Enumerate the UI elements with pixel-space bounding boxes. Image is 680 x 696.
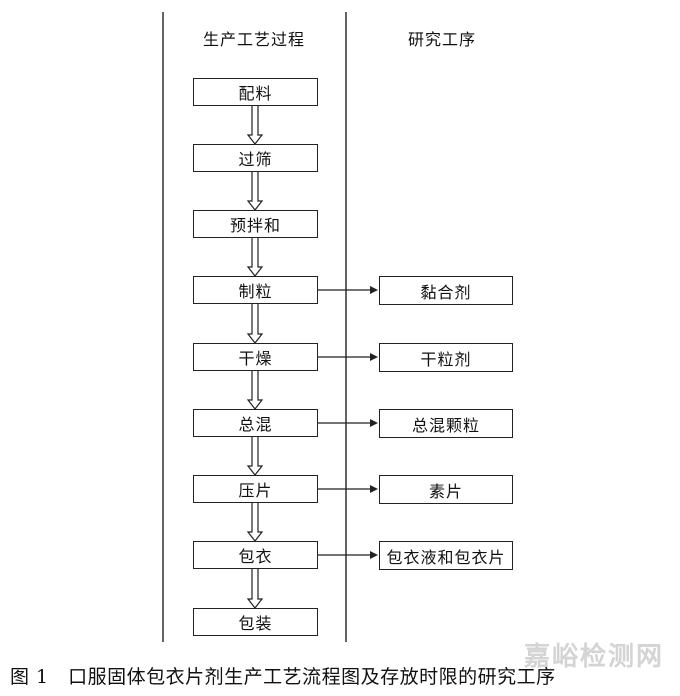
research-branch-arrowhead [370, 419, 378, 427]
process-step-baozhuang: 包装 [193, 608, 318, 636]
research-step-mixed-granules: 总混颗粒 [379, 409, 513, 438]
process-flow-arrow [246, 172, 264, 211]
research-step-dry-granules: 干粒剂 [379, 343, 513, 372]
process-flow-arrow [246, 106, 264, 145]
research-column-header: 研究工序 [408, 30, 477, 49]
process-flow-arrow [246, 304, 264, 344]
process-step-ganzao: 干燥 [193, 343, 318, 371]
research-branch-arrowhead [370, 286, 378, 294]
process-step-yubanhe: 预拌和 [193, 210, 318, 238]
research-branch-arrowhead [370, 551, 378, 559]
process-step-zhili: 制粒 [193, 276, 318, 304]
research-branch-arrowhead [370, 485, 378, 493]
process-flow-arrow [246, 238, 264, 277]
process-flow-arrow [246, 569, 264, 609]
research-branch-arrows [318, 286, 378, 559]
process-step-guoshai: 过筛 [193, 144, 318, 172]
process-flow-arrow [246, 371, 264, 410]
research-step-coating: 包衣液和包衣片 [379, 541, 513, 570]
figure-caption: 图 1 口服固体包衣片剂生产工艺流程图及存放时限的研究工序 [10, 666, 556, 688]
process-flow-arrow [246, 437, 264, 476]
process-column-header: 生产工艺过程 [203, 30, 306, 49]
process-step-baoyi: 包衣 [193, 541, 318, 569]
process-step-yapian: 压片 [193, 475, 318, 503]
process-step-peiliao: 配料 [193, 78, 318, 106]
research-step-binder: 黏合剂 [379, 276, 513, 305]
research-branch-arrowhead [370, 353, 378, 361]
process-step-zonghun: 总混 [193, 409, 318, 437]
research-step-core-tablets: 素片 [379, 475, 513, 504]
process-flow-arrow [246, 503, 264, 542]
watermark: 嘉峪检测网 [523, 642, 664, 672]
